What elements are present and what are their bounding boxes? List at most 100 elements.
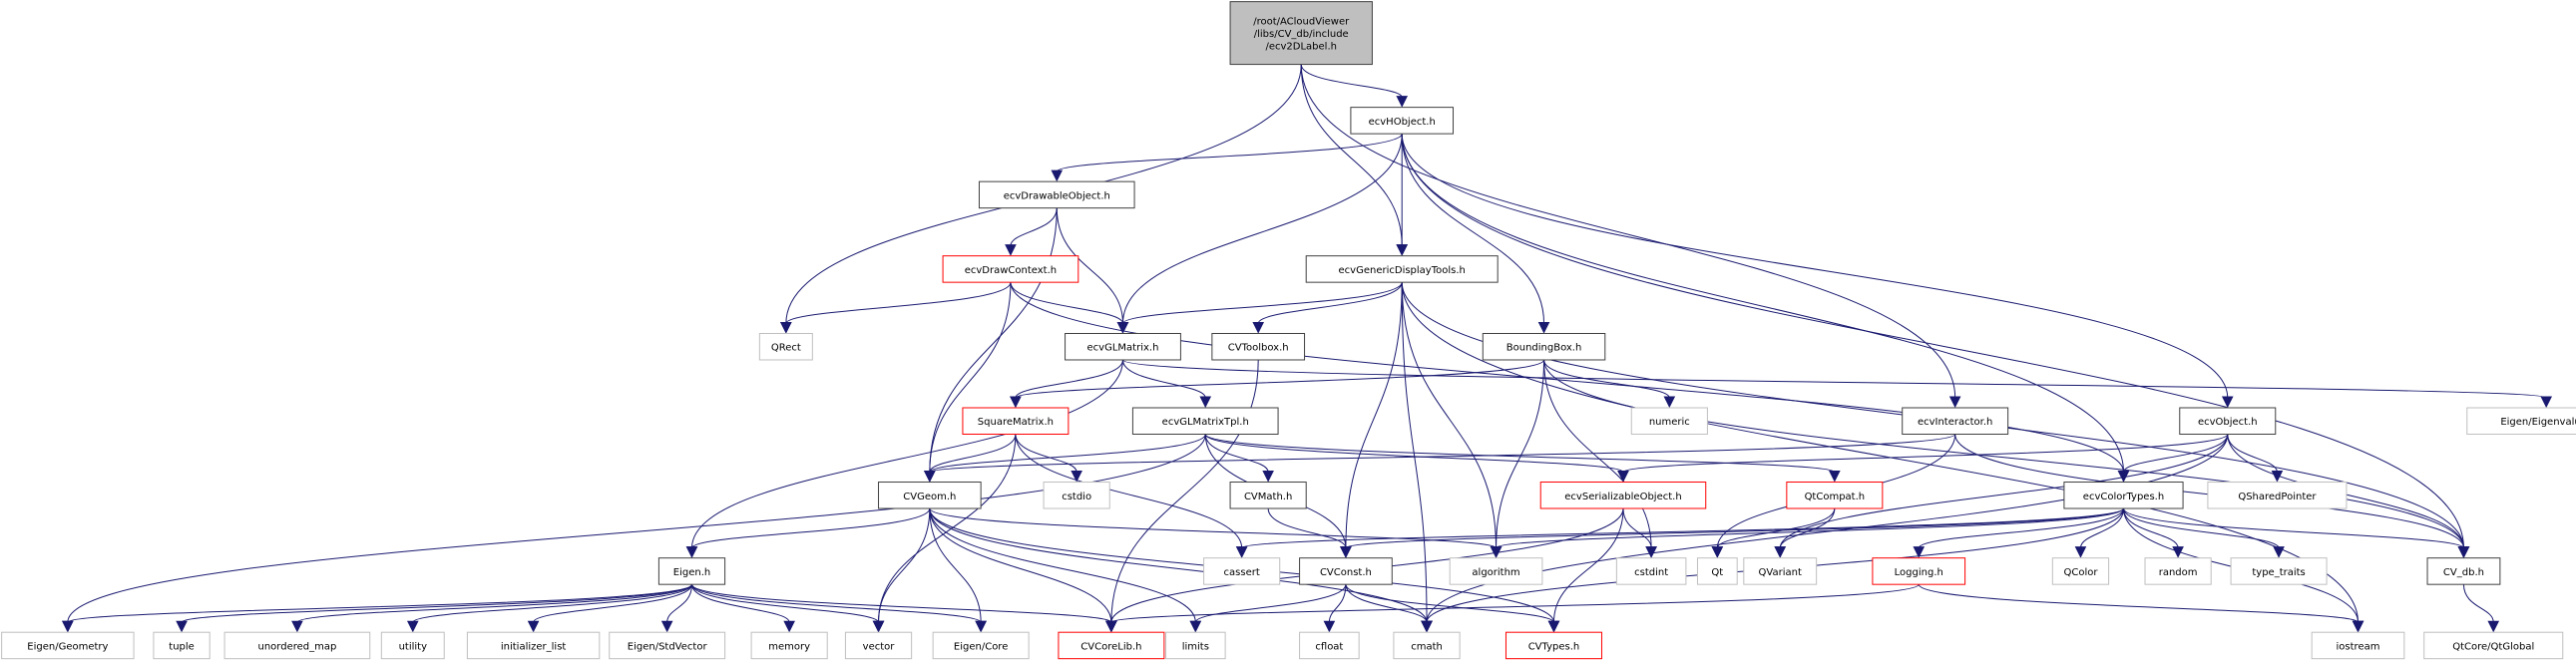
edge-line (1110, 583, 1920, 623)
node-label: algorithm (1472, 567, 1519, 578)
edge-line (1401, 134, 2124, 473)
edge-line (666, 584, 692, 623)
arrowhead-icon (2487, 620, 2500, 633)
node-ecvObject[interactable]: ecvObject.h (2179, 407, 2277, 435)
node-EigenStdVector: Eigen/StdVector (609, 631, 726, 660)
edge-line (1622, 434, 2229, 473)
node-ecvGLMatrix[interactable]: ecvGLMatrix.h (1065, 332, 1181, 361)
node-CVTypes[interactable]: CVTypes.h (1504, 631, 1602, 660)
edge-line (296, 583, 692, 623)
node-CVCoreLib[interactable]: CVCoreLib.h (1058, 631, 1165, 660)
node-ecvSerializableObject[interactable]: ecvSerializableObject.h (1539, 482, 1707, 509)
node-EigenEigenvalues: Eigen/Eigenvalues (2466, 407, 2576, 435)
arrowhead-icon (62, 620, 74, 633)
node-box (1449, 557, 1543, 585)
edge-ecvGLMatrixTpl-to-CVMath (1204, 434, 1274, 483)
node-CV_db[interactable]: CV_db.h (2426, 557, 2501, 585)
edge-line (878, 434, 1017, 623)
edge-line (929, 508, 1196, 623)
node-box (878, 482, 982, 509)
edge-line (690, 583, 982, 623)
arrowhead-icon (1010, 396, 1022, 409)
node-BoundingBox[interactable]: BoundingBox.h (1482, 332, 1606, 361)
node-label: cstdio (1062, 492, 1091, 502)
node-ecvHObject[interactable]: ecvHObject.h (1350, 107, 1455, 135)
edge-line (2122, 507, 2280, 548)
node-box (1299, 631, 1360, 660)
node-ecvDrawContext[interactable]: ecvDrawContext.h (942, 255, 1079, 283)
arrowhead-icon (2074, 546, 2087, 558)
node-QtCompat[interactable]: QtCompat.h (1786, 482, 1884, 509)
node-label: initializer_list (501, 641, 567, 652)
node-CVGeom[interactable]: CVGeom.h (878, 482, 982, 509)
edge-Logging-to-iostream (1918, 583, 2364, 633)
node-label: Logging.h (1895, 567, 1943, 578)
node-CVConst[interactable]: CVConst.h (1299, 557, 1393, 585)
arrowhead-icon (1396, 244, 1409, 256)
edge-ecvHObject-to-ecvGLMatrix (1116, 134, 1403, 334)
edge-line (1918, 583, 2360, 623)
node-label: /ecv2DLabel.h (1265, 42, 1337, 53)
arrowhead-icon (1490, 546, 1503, 558)
edge-line (67, 434, 1206, 623)
edge-ecvGLMatrix-to-SquareMatrix (1010, 359, 1123, 409)
edge-ecvGenericDisplayTools-to-ecvGLMatrix (1116, 281, 1403, 334)
node-box (1630, 407, 1708, 435)
arrowhead-icon (924, 471, 936, 483)
node-ecvGLMatrixTpl[interactable]: ecvGLMatrixTpl.h (1131, 407, 1279, 435)
edge-line (1121, 359, 1206, 399)
edge-ecvGLMatrix-to-EigenEigenvalues (1121, 359, 2553, 409)
edge-root-to-ecvGenericDisplayTools (1300, 64, 1409, 256)
edge-line (1121, 134, 1403, 324)
node-box (1131, 407, 1279, 435)
edge-BoundingBox-to-algorithm (1490, 359, 1545, 558)
edge-line (1204, 434, 1836, 473)
edge-line (929, 508, 982, 623)
node-label: limits (1182, 641, 1209, 652)
node-Eigen[interactable]: Eigen.h (657, 557, 726, 585)
node-label: ecvInteractor.h (1918, 417, 1992, 428)
edge-CV_db-to-QtCoreQtGlobal (2462, 584, 2500, 633)
node-box (750, 631, 828, 660)
edge-line (1204, 434, 1269, 473)
node-label: CVCoreLib.h (1080, 641, 1141, 652)
edge-ecvGLMatrixTpl-to-QtCompat (1204, 434, 1841, 483)
node-root[interactable]: /root/ACloudViewer/libs/CV_db/include/ec… (1229, 1, 1373, 66)
arrowhead-icon (1189, 620, 1202, 633)
node-cstdint: cstdint (1615, 557, 1687, 585)
edge-SquareMatrix-to-vector (872, 434, 1017, 633)
node-ecvColorTypes[interactable]: ecvColorTypes.h (2063, 482, 2184, 509)
arrowhead-icon (2273, 546, 2285, 558)
node-Logging[interactable]: Logging.h (1872, 557, 1966, 585)
node-ecvGenericDisplayTools[interactable]: ecvGenericDisplayTools.h (1305, 255, 1499, 283)
arrowhead-icon (783, 620, 795, 633)
node-label: Eigen/StdVector (628, 641, 708, 652)
edge-CVGeom-to-limits (929, 508, 1202, 633)
node-label: CVTypes.h (1528, 641, 1580, 652)
edge-CVGeom-to-Eigen (685, 507, 931, 558)
node-label: /root/ACloudViewer (1253, 17, 1350, 28)
edge-ecvObject-to-cmath (1421, 434, 2229, 633)
node-label: ecvColorTypes.h (2083, 492, 2164, 502)
edge-line (1194, 584, 1347, 623)
node-label: QRect (771, 343, 801, 354)
node-box (609, 631, 726, 660)
node-SquareMatrix[interactable]: SquareMatrix.h (962, 407, 1070, 435)
edge-Eigen-to-EigenStdVector (660, 584, 692, 633)
node-EigenGeometry: Eigen/Geometry (1, 631, 135, 660)
edge-ecvSerializableObject-to-cstdint (1622, 508, 1657, 558)
node-box (1229, 482, 1307, 509)
node-label: Eigen/Core (954, 641, 1008, 652)
edge-line (690, 584, 790, 623)
edge-root-to-ecvInteractor (1300, 64, 1961, 409)
edge-line (929, 508, 1428, 623)
node-CVToolbox[interactable]: CVToolbox.h (1211, 332, 1306, 361)
node-vector: vector (844, 631, 913, 660)
node-box (380, 631, 445, 660)
node-CVMath[interactable]: CVMath.h (1229, 482, 1307, 509)
edge-line (1426, 434, 2229, 623)
edge-ecvDrawContext-to-CVGeom (924, 282, 1012, 483)
node-ecvDrawableObject[interactable]: ecvDrawableObject.h (978, 180, 1135, 209)
node-ecvInteractor[interactable]: ecvInteractor.h (1902, 407, 2009, 435)
